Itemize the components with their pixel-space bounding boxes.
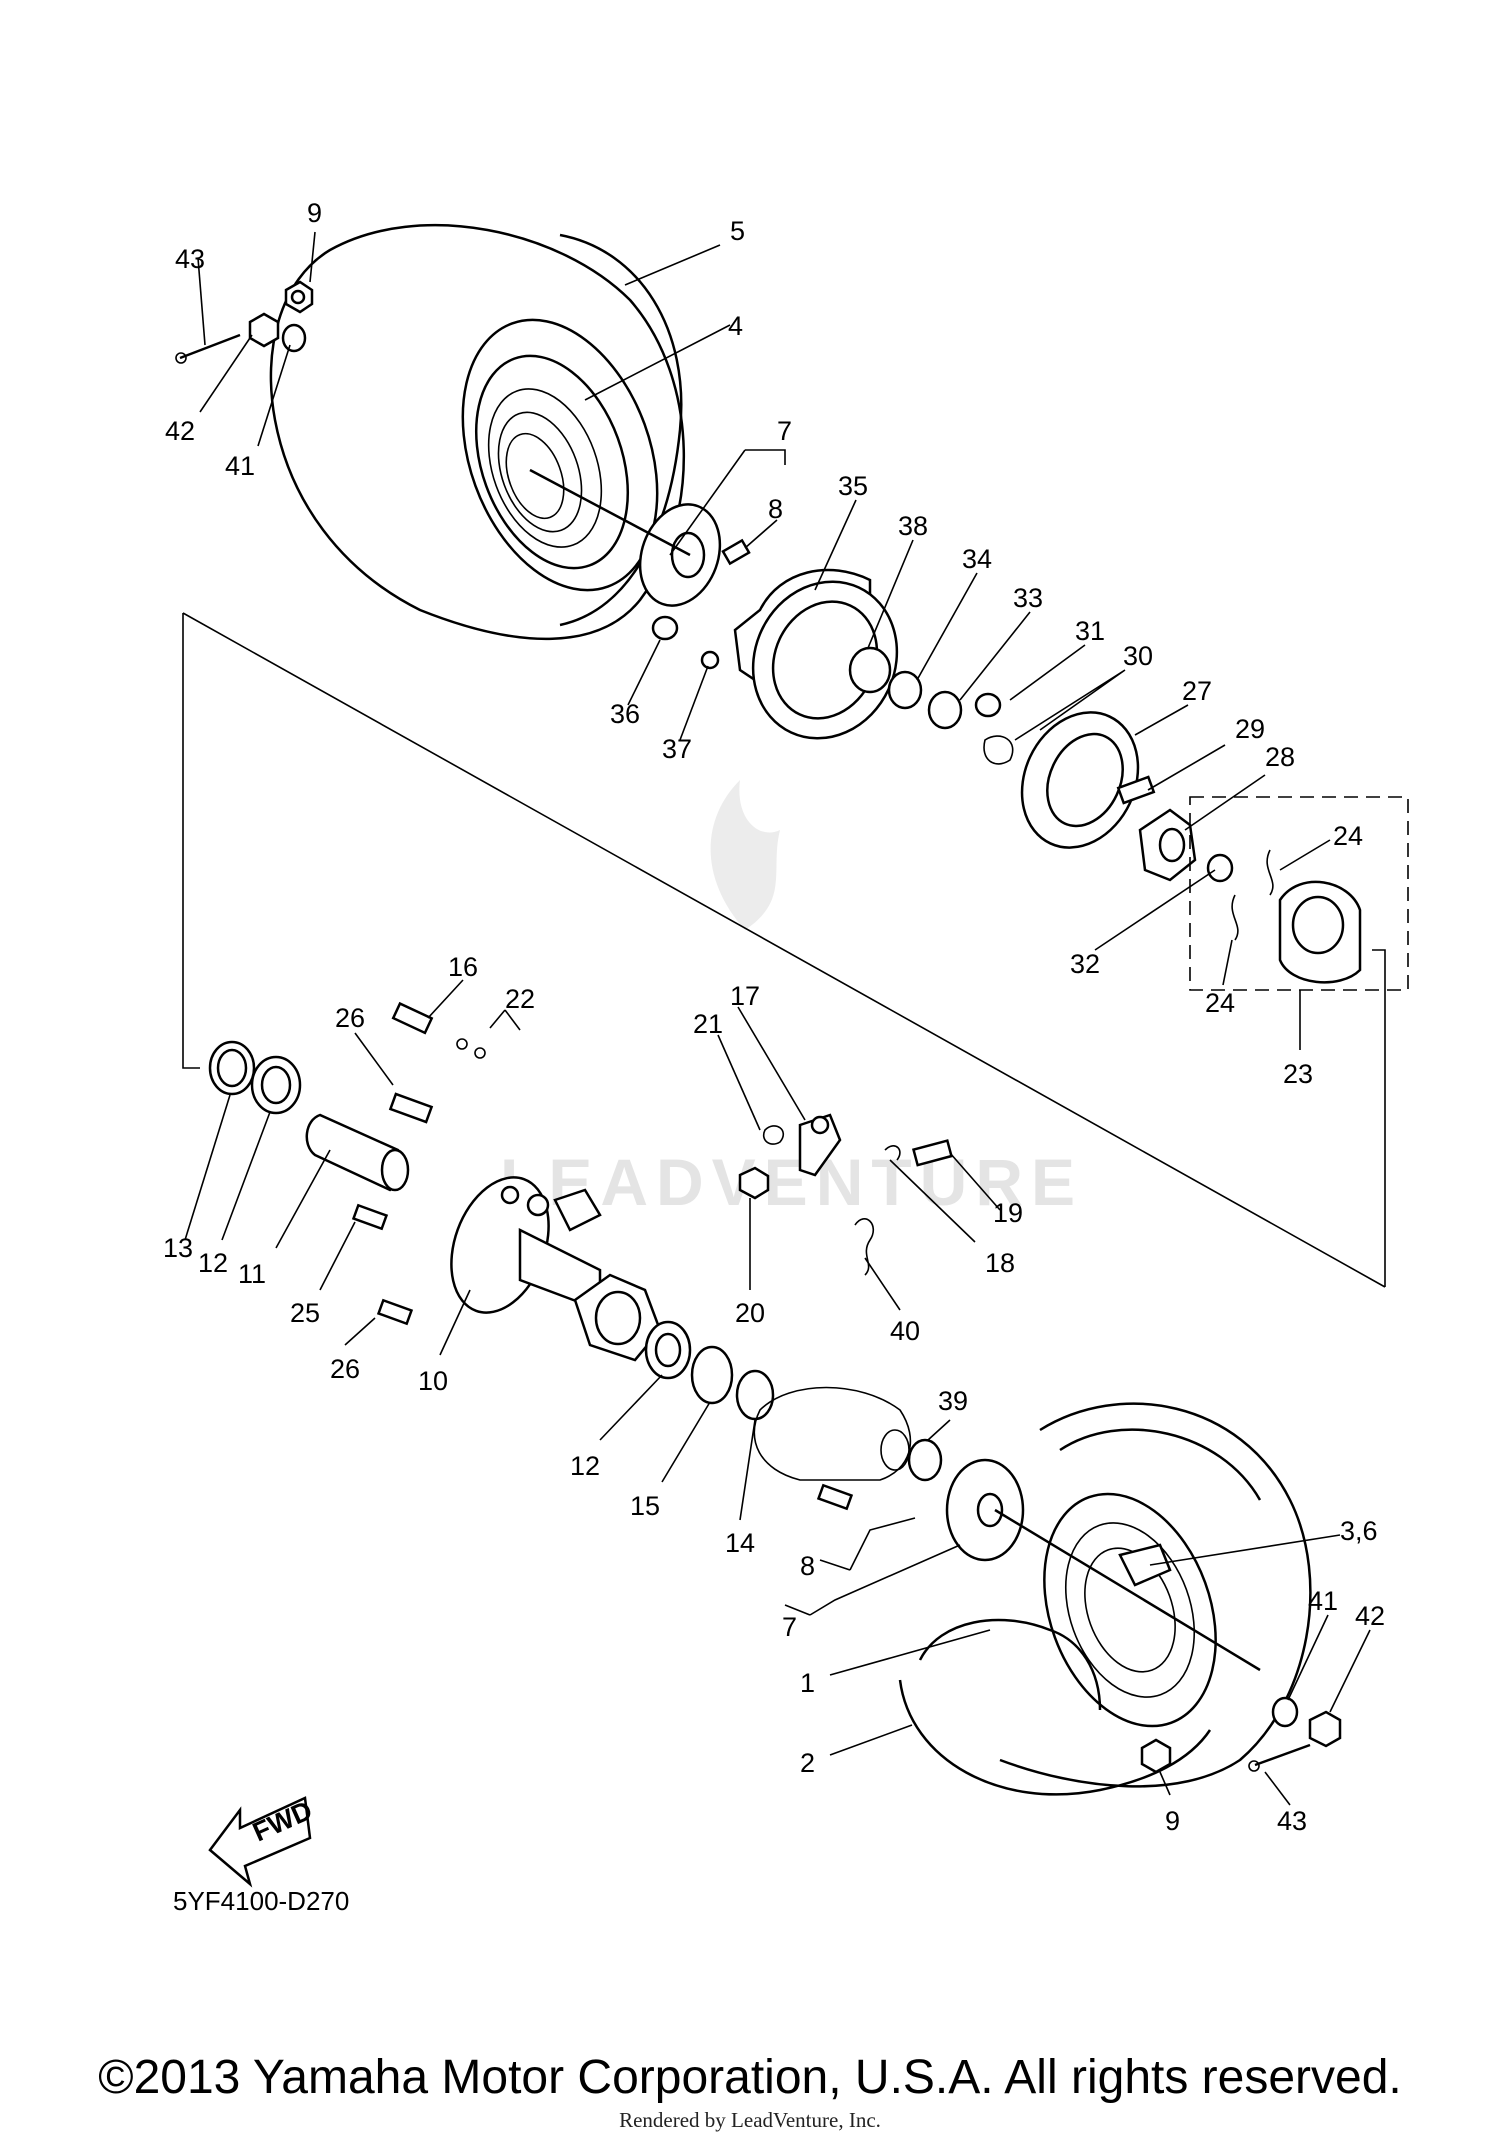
callout: 30: [1123, 641, 1153, 671]
callout: 43: [1277, 1806, 1307, 1836]
callout: 21: [693, 1009, 723, 1039]
callout: 27: [1182, 676, 1212, 706]
lower-bearings: [644, 1320, 775, 1421]
callout: 32: [1070, 949, 1100, 979]
callout: 40: [890, 1316, 920, 1346]
callout: 13: [163, 1233, 193, 1263]
upper-wheel-hub: [529, 468, 722, 607]
callout: 35: [838, 471, 868, 501]
callout: 31: [1075, 616, 1105, 646]
lower-right-fasteners: [1140, 1696, 1342, 1774]
callout: 39: [938, 1386, 968, 1416]
callout: 41: [225, 451, 255, 481]
final-drive-housing: [753, 1386, 912, 1481]
lower-wheel-hub: [816, 1438, 1261, 1672]
callout: 34: [962, 544, 992, 574]
axle-housing: [208, 1040, 662, 1362]
callout: 25: [290, 1298, 320, 1328]
upper-tire: [269, 224, 686, 640]
callout-labels: 43 9 5 4 42 41 7 8 35 38 34 33 31 30 27 …: [163, 198, 1385, 1836]
callout: 20: [735, 1298, 765, 1328]
callout: 7: [777, 416, 792, 446]
callout: 12: [570, 1451, 600, 1481]
watermark: LEADVENTURE: [500, 780, 1075, 1219]
brake-shoe-assembly: [1189, 796, 1409, 991]
callout: 3,6: [1340, 1516, 1378, 1546]
callout: 11: [238, 1259, 266, 1289]
callout: 4: [728, 311, 743, 341]
upper-left-fasteners: [175, 280, 314, 364]
axle-bolts: [351, 1001, 486, 1326]
copyright-notice: ©2013 Yamaha Motor Corporation, U.S.A. A…: [98, 2051, 1402, 2104]
callout: 38: [898, 511, 928, 541]
callout: 17: [730, 981, 760, 1011]
callout: 26: [330, 1354, 360, 1384]
brake-cover: [733, 568, 899, 740]
callout: 10: [418, 1366, 448, 1396]
callout: 23: [1283, 1059, 1313, 1089]
callout: 29: [1235, 714, 1265, 744]
callout: 18: [985, 1248, 1015, 1278]
callout: 12: [198, 1248, 228, 1278]
lower-tire: [898, 1402, 1312, 1796]
callout: 2: [800, 1748, 815, 1778]
callout: 33: [1013, 583, 1043, 613]
callout: 5: [730, 216, 745, 246]
callout: 24: [1205, 988, 1235, 1018]
callout: 26: [335, 1003, 365, 1033]
callout: 36: [610, 699, 640, 729]
callout: 9: [1165, 1806, 1180, 1836]
callout: 8: [800, 1551, 815, 1581]
callout: 15: [630, 1491, 660, 1521]
diagram-code: 5YF4100-D270: [173, 1886, 349, 1916]
assembly-leader-lines: [182, 612, 1386, 1288]
callout-leader-lines: [184, 231, 1371, 1806]
rendered-by-notice: Rendered by LeadVenture, Inc.: [619, 2108, 881, 2132]
upper-small-parts: [651, 538, 1234, 883]
callout: 8: [768, 494, 783, 524]
callout: 37: [662, 734, 692, 764]
callout: 24: [1333, 821, 1363, 851]
callout: 42: [165, 416, 195, 446]
callout: 16: [448, 952, 478, 982]
callout: 1: [800, 1668, 815, 1698]
callout: 42: [1355, 1601, 1385, 1631]
callout: 22: [505, 984, 535, 1014]
callout: 43: [175, 244, 205, 274]
callout: 28: [1265, 742, 1295, 772]
fwd-arrow-icon: FWD: [208, 1795, 317, 1888]
brake-cam-parts: [738, 1113, 953, 1276]
callout: 19: [993, 1198, 1023, 1228]
callout: 14: [725, 1528, 755, 1558]
callout: 7: [782, 1612, 797, 1642]
callout: 41: [1308, 1586, 1338, 1616]
callout: 9: [307, 198, 322, 228]
